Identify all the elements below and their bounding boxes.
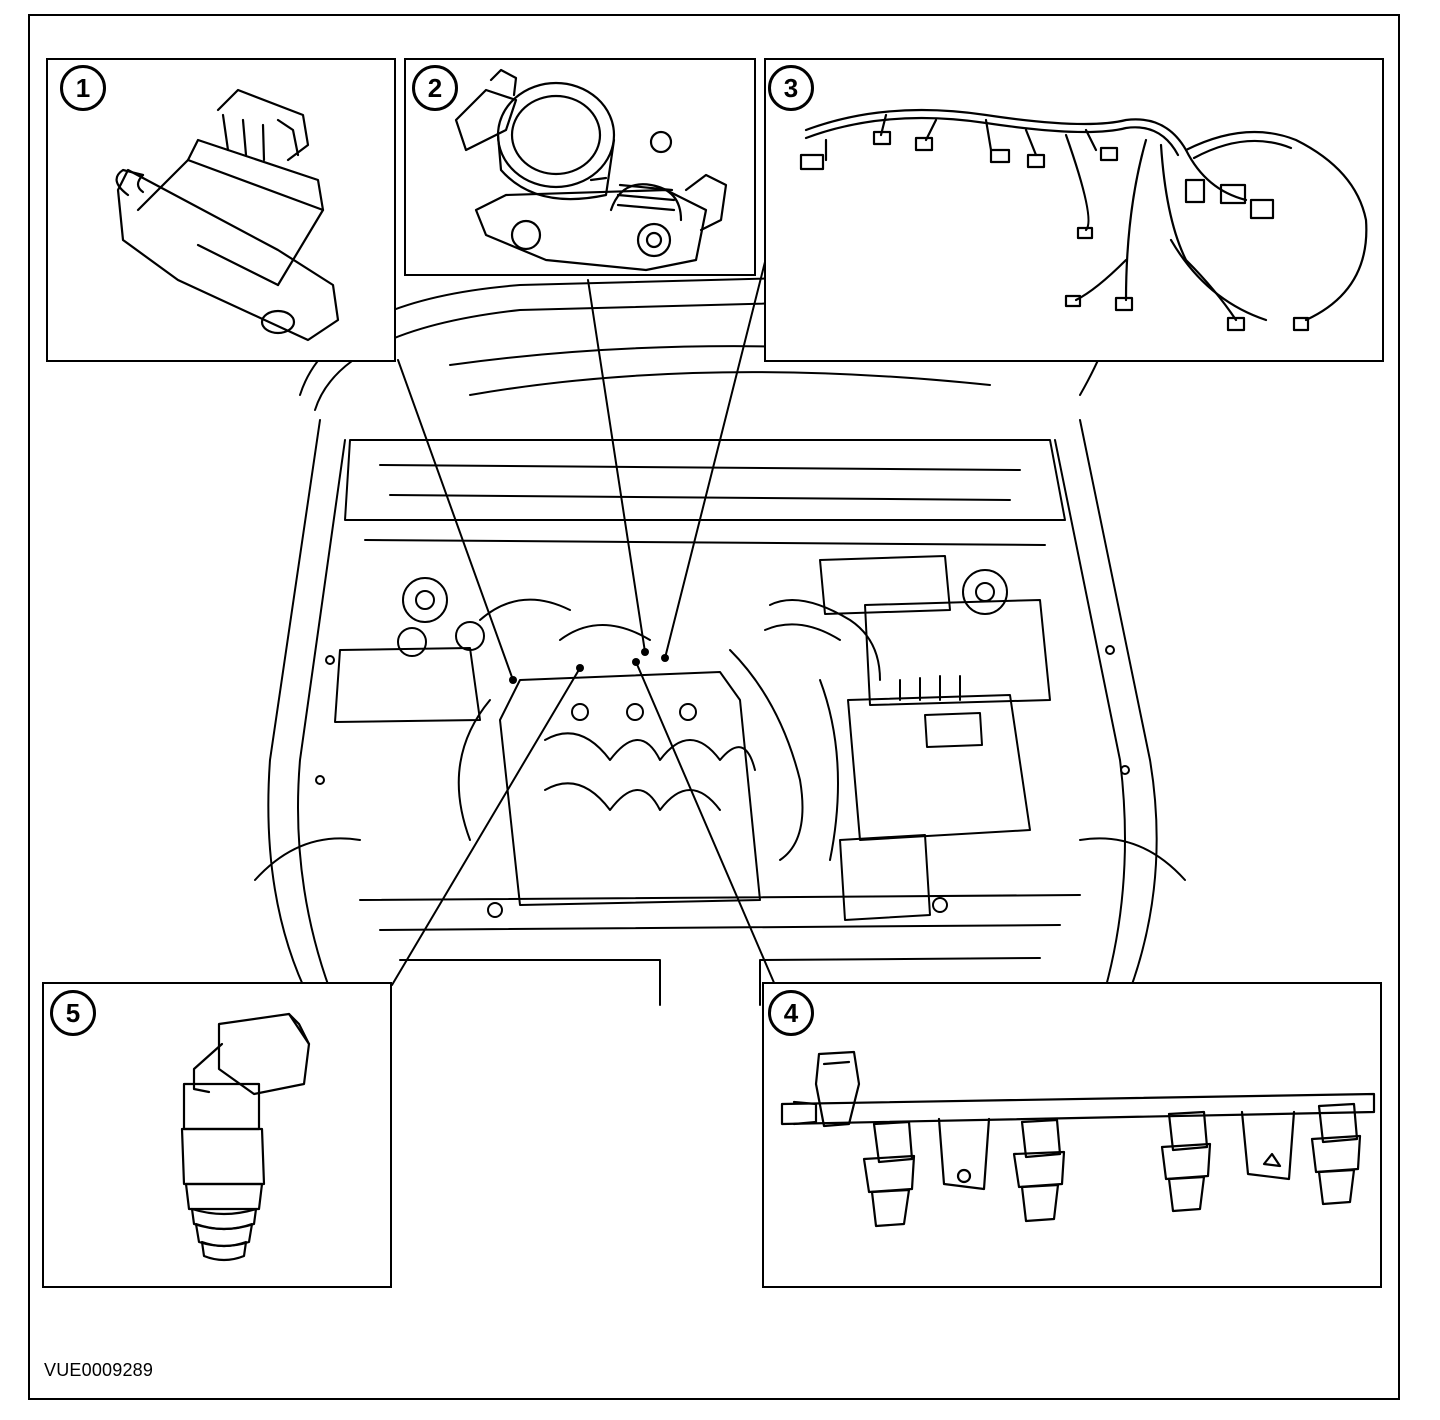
coolant-reservoir: [334, 647, 481, 723]
wiring-harness-illustration: [799, 108, 1368, 332]
injector-4: [1310, 1102, 1362, 1206]
valve-cover: [499, 671, 761, 906]
injector-3: [1160, 1110, 1212, 1213]
leader-lines: [391, 249, 776, 986]
idle-air-valve-illustration: [115, 88, 340, 342]
callout-3-label: 3: [783, 73, 799, 103]
detail-panel-2: [404, 58, 756, 276]
callout-1-label: 1: [75, 73, 91, 103]
injector-1: [862, 1120, 916, 1228]
callout-1: 1: [60, 65, 106, 111]
front-crossmember: [359, 894, 1081, 901]
throttle-body-illustration: [454, 68, 728, 272]
leader-dots: [509, 648, 669, 684]
cowl-panel: [344, 439, 1066, 521]
callout-2-label: 2: [427, 73, 443, 103]
left-fender: [267, 419, 321, 1001]
injector-2: [1012, 1118, 1066, 1223]
callout-2: 2: [412, 65, 458, 111]
detail-panel-3: [764, 58, 1384, 362]
mount-bracket-2: [1240, 1110, 1296, 1181]
fuel-rail-illustration: [780, 1050, 1376, 1228]
callout-5: 5: [50, 990, 96, 1036]
fuel-injector-illustration: [180, 1012, 311, 1262]
figure-frame: [28, 14, 1400, 1400]
detail-panel-1: [46, 58, 396, 362]
callout-5-label: 5: [65, 998, 81, 1028]
figure-id: VUE0009289: [44, 1360, 154, 1380]
mount-bracket-1: [937, 1117, 991, 1191]
callout-4: 4: [768, 990, 814, 1036]
air-filter-box: [819, 555, 951, 615]
detail-panel-4: [762, 982, 1382, 1288]
battery: [847, 694, 1031, 841]
right-fender: [1079, 419, 1158, 991]
callout-4-label: 4: [783, 998, 799, 1028]
callout-3: 3: [768, 65, 814, 111]
detail-panel-5: [42, 982, 392, 1288]
